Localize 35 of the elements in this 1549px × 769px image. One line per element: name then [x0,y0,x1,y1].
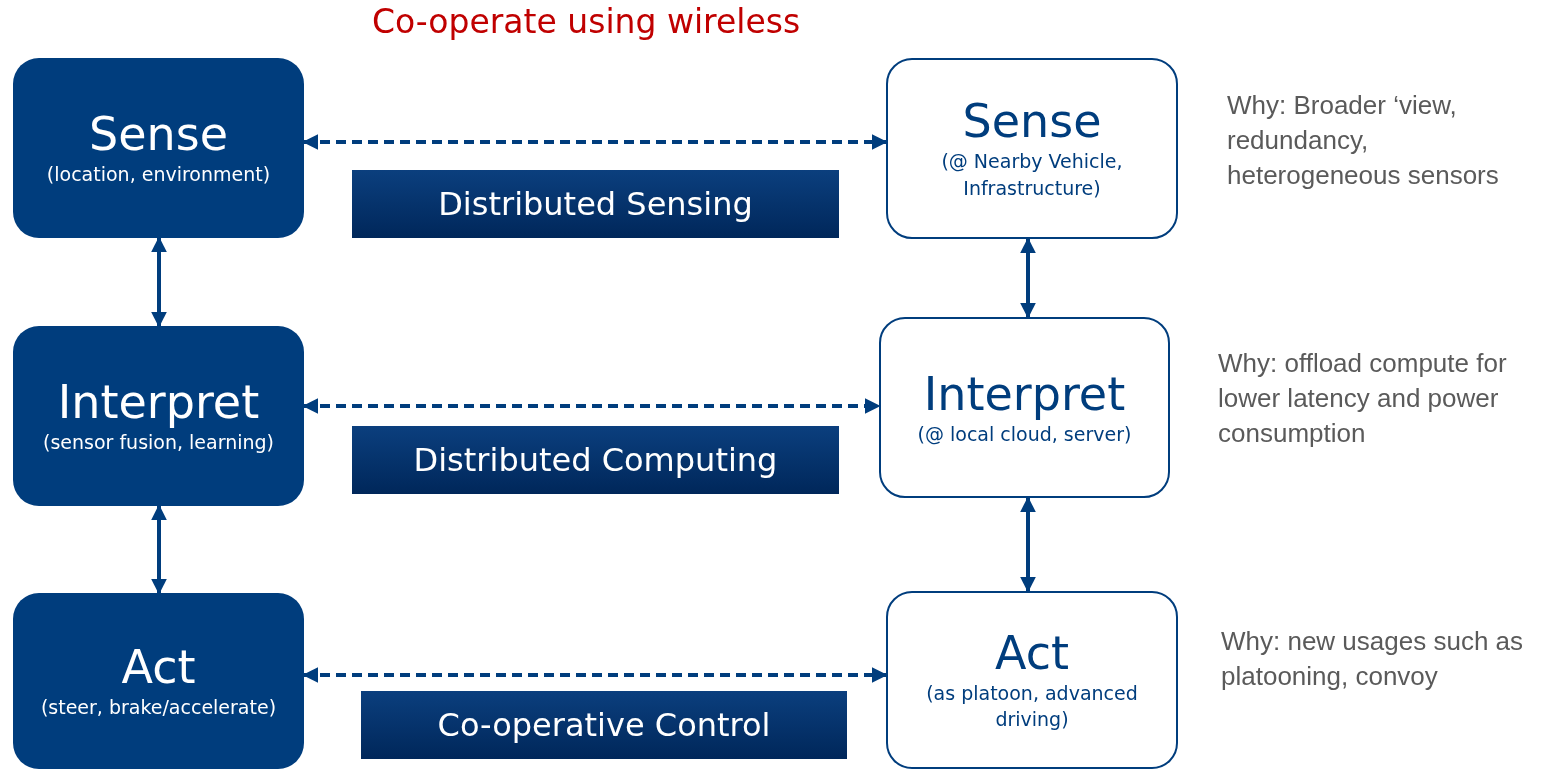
remote-stage-box [879,317,1170,498]
arrow [151,504,167,595]
label-banner [352,426,839,494]
banner-label: Distributed Sensing [438,185,753,223]
stage-title: Sense [962,95,1102,149]
stage-box [13,326,304,506]
banner-label: Distributed Computing [413,441,778,479]
label-banner [352,170,839,238]
stage-detail: (steer, brake/accelerate) [39,695,278,721]
rationale-note: Why: offload compute for lower latency and power consumption [1218,347,1508,451]
rationale-note: Why: new usages such as platooning, convoy [1221,625,1525,694]
arrow [151,236,167,328]
stage-title: Act [995,626,1069,680]
stage-detail: (@ local cloud, server) [916,421,1133,447]
arrow [302,667,888,683]
title: Co-operate using wireless [372,2,801,41]
stage-title: Interpret [923,367,1126,421]
rationale-note: Why: Broader ‘view, redundancy, heterogeneous sensors [1227,89,1500,193]
stage-title: Act [121,641,196,695]
arrow [1020,237,1036,319]
stage-title: Sense [89,108,228,162]
stage-detail: (as platoon, advanced driving) [925,680,1139,733]
stage-box [13,58,304,238]
stage-title: Interpret [57,376,260,430]
stage-box [13,593,304,769]
arrow [1020,496,1036,593]
stage-detail: (sensor fusion, learning) [42,430,275,456]
arrow [302,134,888,150]
remote-stage-box [886,591,1178,769]
remote-stage-box [886,58,1178,239]
banner-label: Co-operative Control [437,706,771,744]
stage-detail: (@ Nearby Vehicle, Infrastructure) [940,149,1124,201]
stage-detail: (location, environment) [45,162,272,188]
label-banner [361,691,847,759]
arrow [302,398,881,414]
